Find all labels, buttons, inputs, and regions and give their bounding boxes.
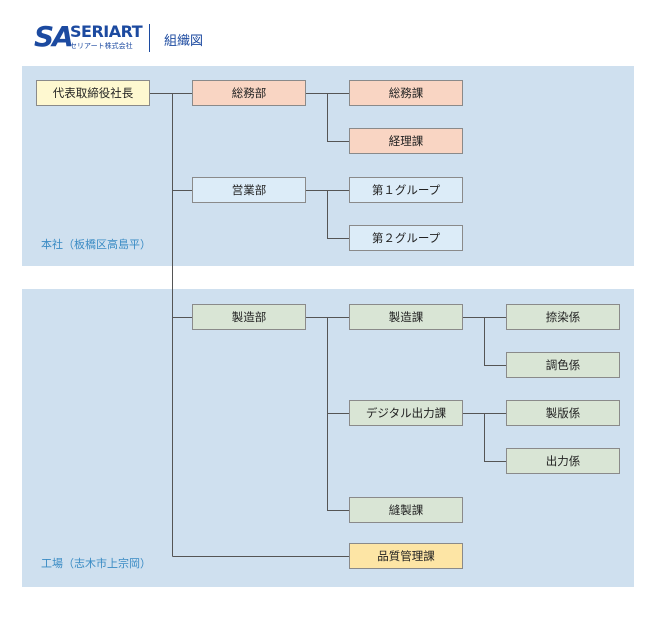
box-eigyobu: 営業部 xyxy=(192,177,306,203)
box-choshoku: 調色係 xyxy=(506,352,620,378)
logo-wordmark: SERIART xyxy=(70,22,143,41)
box-ceo: 代表取締役社長 xyxy=(36,80,150,106)
box-somubu: 総務部 xyxy=(192,80,306,106)
box-somuka: 総務課 xyxy=(349,80,463,106)
header-divider xyxy=(149,24,150,52)
zone-label-kojo: 工場（志木市上宗岡） xyxy=(41,557,151,570)
box-nassen: 捺染係 xyxy=(506,304,620,330)
box-group1: 第１グループ xyxy=(349,177,463,203)
box-seizoka: 製造課 xyxy=(349,304,463,330)
branch-seizoka xyxy=(462,317,506,366)
branch-digital xyxy=(462,413,506,462)
box-hinshitsu: 品質管理課 xyxy=(349,543,463,569)
logo-mark: SA xyxy=(34,20,74,53)
box-shutsuryoku: 出力係 xyxy=(506,448,620,474)
company-logo: SA SERIART セリアート株式会社 xyxy=(34,22,144,56)
branch-eigyo xyxy=(306,190,349,239)
trunk-line xyxy=(150,93,192,557)
zone-label-honsha: 本社（板橋区高島平） xyxy=(41,238,151,251)
box-seizobu: 製造部 xyxy=(192,304,306,330)
header: SA SERIART セリアート株式会社 組織図 xyxy=(34,22,334,58)
box-keirika: 経理課 xyxy=(349,128,463,154)
box-group2: 第２グループ xyxy=(349,225,463,251)
logo-company-name: セリアート株式会社 xyxy=(70,42,133,50)
page-title: 組織図 xyxy=(164,34,204,49)
box-hosei: 縫製課 xyxy=(349,497,463,523)
branch-somu xyxy=(306,93,349,142)
branch-seizo xyxy=(306,317,349,511)
box-seihan: 製版係 xyxy=(506,400,620,426)
box-digital: デジタル出力課 xyxy=(349,400,463,426)
